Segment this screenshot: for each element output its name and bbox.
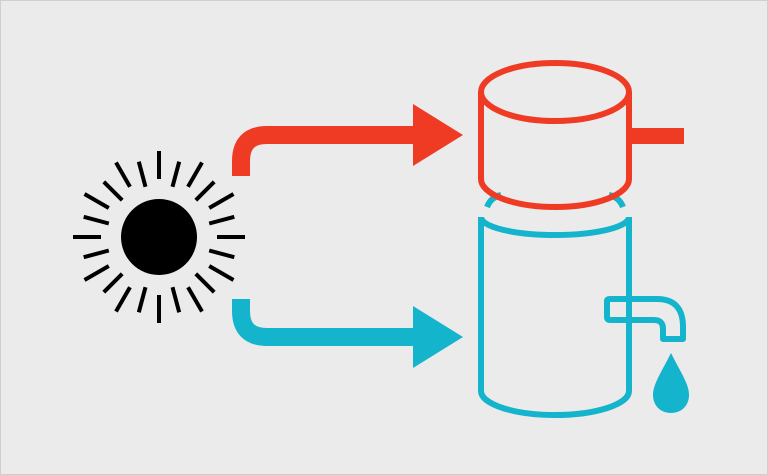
sun-ray — [83, 192, 110, 210]
sun-ray — [170, 286, 182, 313]
sun-ray — [208, 248, 235, 260]
sun-ray — [136, 161, 148, 188]
sun-icon — [73, 151, 245, 323]
sun-ray — [114, 286, 132, 313]
faucet-spout — [604, 296, 686, 342]
sun-ray — [208, 192, 235, 210]
hot-arrow-line — [232, 126, 421, 176]
hot-tank-outlet-pipe — [629, 128, 684, 144]
hot-arrow-head — [413, 104, 463, 166]
hot-arrow — [232, 104, 463, 176]
sun-ray — [114, 161, 132, 188]
sun-core — [121, 199, 197, 275]
cold-arrow-line — [232, 299, 421, 346]
water-drop-icon — [653, 353, 689, 413]
sun-ray — [83, 248, 110, 260]
storage-tank-bottom — [478, 390, 632, 418]
sun-ray — [186, 161, 204, 188]
sun-ray — [208, 214, 235, 226]
faucet-icon — [604, 296, 686, 342]
storage-tank-top-rim — [478, 216, 632, 238]
sun-ray — [194, 272, 216, 294]
hot-water-tank-icon — [478, 60, 632, 210]
cold-arrow — [232, 299, 463, 368]
sun-ray — [102, 272, 124, 294]
cold-arrow-head — [413, 306, 463, 368]
sun-ray — [83, 264, 110, 282]
sun-ray — [102, 180, 124, 202]
sun-ray — [83, 214, 110, 226]
sun-ray — [136, 286, 148, 313]
sun-ray — [208, 264, 235, 282]
hot-tank-bottom — [478, 178, 632, 210]
sun-rays — [73, 151, 245, 323]
sun-ray — [194, 180, 216, 202]
sun-ray — [186, 286, 204, 313]
sun-ray — [170, 161, 182, 188]
